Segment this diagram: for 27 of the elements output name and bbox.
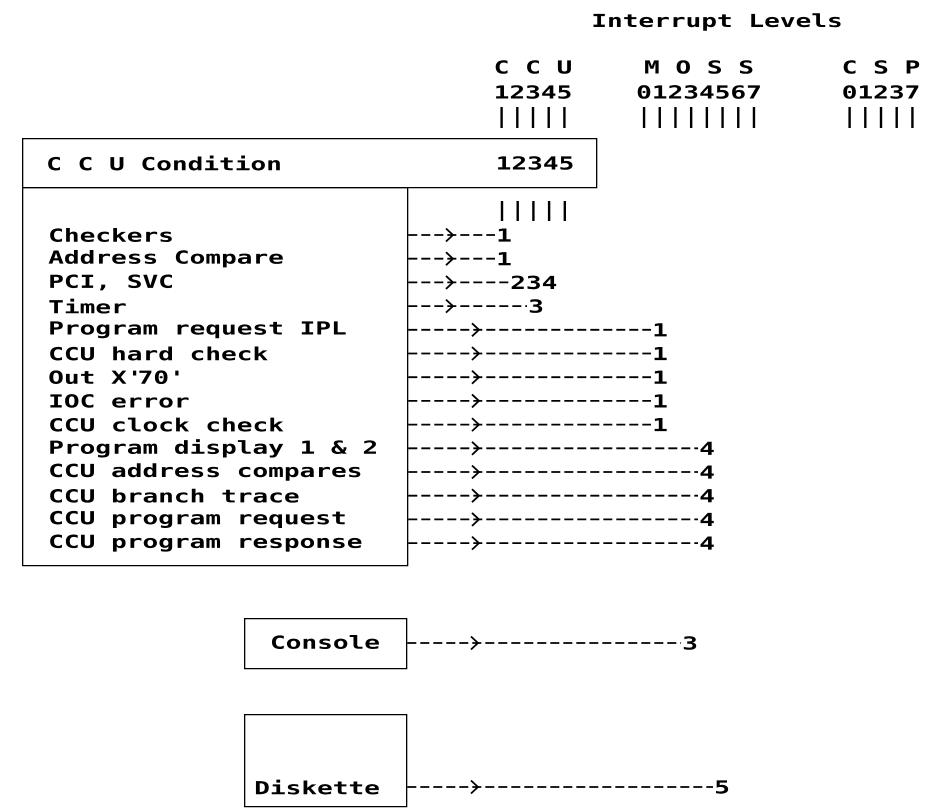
level-number: 4 — [700, 536, 714, 550]
diskette-box: Diskette — [244, 714, 408, 808]
level-number: 1 — [498, 228, 511, 242]
level-number: 4 — [700, 489, 714, 502]
title: Interrupt Levels — [594, 13, 841, 31]
header-box: C C U Condition 12345 — [22, 138, 598, 188]
level-number: 1 — [498, 252, 511, 266]
console-box: Console — [244, 618, 408, 670]
level-number: 1 — [654, 370, 667, 384]
level-number: 4 — [700, 442, 714, 455]
level-number: 4 — [700, 465, 714, 479]
column-heading: 01237 — [843, 85, 918, 99]
condition-list-box: Checkers Address Compare PCI, SVC Timer Program request IPL CCU hard check Out X'70' IOC error CCU clock check Program display 1 & 2 CCU address compares CCU branch trace CCU program request CCU program response — [22, 187, 408, 566]
level-number: 1 — [654, 323, 667, 336]
column-heading: C S P — [844, 60, 920, 74]
column-heading: 12345 — [496, 85, 571, 99]
level-number: 1 — [654, 346, 667, 360]
column-heading: C C U — [496, 60, 571, 74]
column-heading: M O S S — [645, 60, 752, 74]
level-number: 3 — [684, 636, 696, 650]
level-number: 3 — [530, 299, 542, 313]
level-number: 1 — [654, 418, 667, 432]
level-number: 5 — [716, 780, 728, 794]
level-number: 4 — [700, 512, 714, 526]
level-number: 234 — [512, 276, 556, 290]
column-heading: 01234567 — [638, 85, 760, 99]
level-number: 1 — [654, 394, 667, 408]
